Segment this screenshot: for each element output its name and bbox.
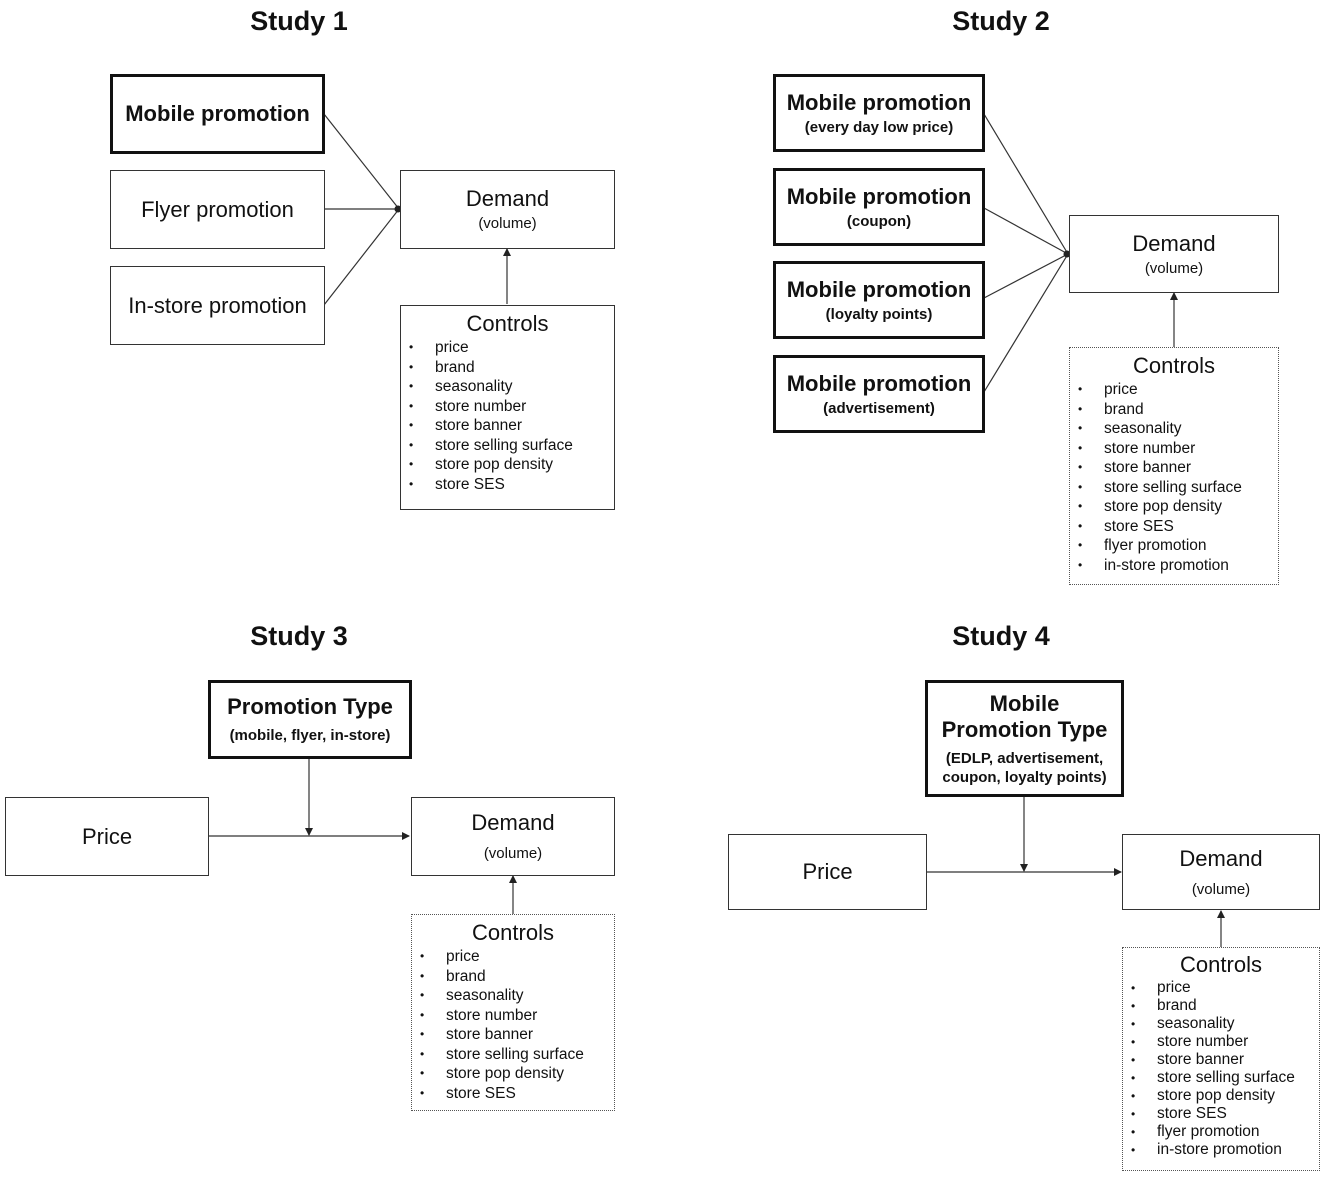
study2-controls-title: Controls <box>1133 353 1215 378</box>
study2-demand-sub: (volume) <box>1144 259 1204 277</box>
study3-promotion-type-sub: (mobile, flyer, in-store) <box>229 727 391 744</box>
study3-demand-sub: (volume) <box>483 845 543 862</box>
list-item: seasonality <box>412 986 614 1006</box>
study1-controls-list: price brand seasonality store number sto… <box>401 338 614 494</box>
list-item: flyer promotion <box>1123 1123 1319 1141</box>
study2-box-label: Mobile promotion <box>786 89 972 115</box>
study2-mobile-edlp-box: Mobile promotion (every day low price) <box>773 74 985 152</box>
list-item: flyer promotion <box>1070 536 1278 556</box>
study1-mobile-promotion-label: Mobile promotion <box>125 101 310 126</box>
study4-mobile-promotion-type-sub: (EDLP, advertisement, coupon, loyalty po… <box>942 749 1107 786</box>
list-item: store selling surface <box>412 1045 614 1065</box>
study3-demand-box: Demand (volume) <box>411 797 615 876</box>
study2-demand-label: Demand <box>1132 230 1216 256</box>
study2-box-sub: (advertisement) <box>823 399 935 417</box>
list-item: store SES <box>412 1084 614 1104</box>
list-item: price <box>401 338 614 358</box>
list-item: store pop density <box>412 1064 614 1084</box>
study2-box-label: Mobile promotion <box>786 183 972 209</box>
study1-demand-sub: (volume) <box>478 215 537 232</box>
list-item: store pop density <box>401 455 614 475</box>
list-item: store selling surface <box>401 436 614 456</box>
study4-controls-list: price brand seasonality store number sto… <box>1123 979 1319 1159</box>
list-item: seasonality <box>401 377 614 397</box>
list-item: brand <box>1070 400 1278 420</box>
study1-mobile-promotion-box: Mobile promotion <box>110 74 325 154</box>
study3-controls-box: Controls price brand seasonality store n… <box>411 914 615 1111</box>
study3-controls-title: Controls <box>472 920 554 945</box>
list-item: store selling surface <box>1123 1069 1319 1087</box>
list-item: store banner <box>412 1025 614 1045</box>
list-item: store SES <box>1123 1105 1319 1123</box>
study4-demand-box: Demand (volume) <box>1122 834 1320 910</box>
list-item: store banner <box>401 416 614 436</box>
list-item: seasonality <box>1070 419 1278 439</box>
list-item: store banner <box>1070 458 1278 478</box>
study2-box-sub: (every day low price) <box>804 118 954 136</box>
study4-mobile-promotion-type-label: Mobile Promotion Type <box>941 690 1108 742</box>
study2-box-label: Mobile promotion <box>786 370 972 396</box>
study4-controls-box: Controls price brand seasonality store n… <box>1122 947 1320 1171</box>
list-item: store SES <box>401 475 614 495</box>
list-item: in-store promotion <box>1070 556 1278 576</box>
study2-box-label: Mobile promotion <box>786 276 972 302</box>
study4-demand-label: Demand <box>1179 845 1263 871</box>
list-item: brand <box>401 358 614 378</box>
study1-instore-promotion-box: In-store promotion <box>110 266 325 345</box>
list-item: store SES <box>1070 517 1278 537</box>
list-item: store number <box>1070 439 1278 459</box>
study3-promotion-type-label: Promotion Type <box>227 694 393 719</box>
study4-controls-title: Controls <box>1180 952 1262 977</box>
study2-mobile-advertisement-box: Mobile promotion (advertisement) <box>773 355 985 433</box>
study1-controls-title: Controls <box>466 311 549 336</box>
study3-connectors <box>208 759 517 914</box>
study3-promotion-type-box: Promotion Type (mobile, flyer, in-store) <box>208 680 412 759</box>
list-item: store number <box>401 397 614 417</box>
study4-price-box: Price <box>728 834 927 910</box>
study4-mobile-promotion-type-box: Mobile Promotion Type (EDLP, advertiseme… <box>925 680 1124 797</box>
study1-flyer-promotion-label: Flyer promotion <box>141 196 294 222</box>
list-item: store number <box>1123 1033 1319 1051</box>
study1-flyer-promotion-box: Flyer promotion <box>110 170 325 249</box>
study4-demand-sub: (volume) <box>1191 880 1251 898</box>
study1-demand-label: Demand <box>465 186 550 211</box>
list-item: store banner <box>1123 1051 1319 1069</box>
list-item: store pop density <box>1070 497 1278 517</box>
study2-mobile-loyalty-box: Mobile promotion (loyalty points) <box>773 261 985 339</box>
study4-title: Study 4 <box>952 621 1050 651</box>
study3-title: Study 3 <box>250 621 348 651</box>
study3-price-label: Price <box>81 823 133 849</box>
study1-connectors <box>323 113 511 306</box>
study2-demand-box: Demand (volume) <box>1069 215 1279 293</box>
study2-controls-box: Controls price brand seasonality store n… <box>1069 347 1279 585</box>
study2-mobile-coupon-box: Mobile promotion (coupon) <box>773 168 985 246</box>
study3-controls-list: price brand seasonality store number sto… <box>412 947 614 1103</box>
study1-instore-promotion-label: In-store promotion <box>128 292 307 318</box>
study3-demand-label: Demand <box>471 810 555 835</box>
list-item: price <box>412 947 614 967</box>
study1-demand-box: Demand (volume) <box>400 170 615 249</box>
list-item: brand <box>412 967 614 987</box>
list-item: seasonality <box>1123 1015 1319 1033</box>
list-item: store number <box>412 1006 614 1026</box>
study4-price-label: Price <box>802 859 853 884</box>
study2-controls-list: price brand seasonality store number sto… <box>1070 380 1278 575</box>
study4-connectors <box>926 797 1225 947</box>
study1-controls-box: Controls price brand seasonality store n… <box>400 305 615 510</box>
study2-box-sub: (loyalty points) <box>825 305 933 323</box>
list-item: store pop density <box>1123 1087 1319 1105</box>
list-item: in-store promotion <box>1123 1141 1319 1159</box>
study1-title: Study 1 <box>250 6 348 36</box>
study2-connectors <box>983 113 1178 393</box>
study3-price-box: Price <box>5 797 209 876</box>
list-item: price <box>1070 380 1278 400</box>
list-item: brand <box>1123 997 1319 1015</box>
study2-title: Study 2 <box>952 6 1050 36</box>
list-item: price <box>1123 979 1319 997</box>
list-item: store selling surface <box>1070 478 1278 498</box>
study2-box-sub: (coupon) <box>846 212 912 230</box>
